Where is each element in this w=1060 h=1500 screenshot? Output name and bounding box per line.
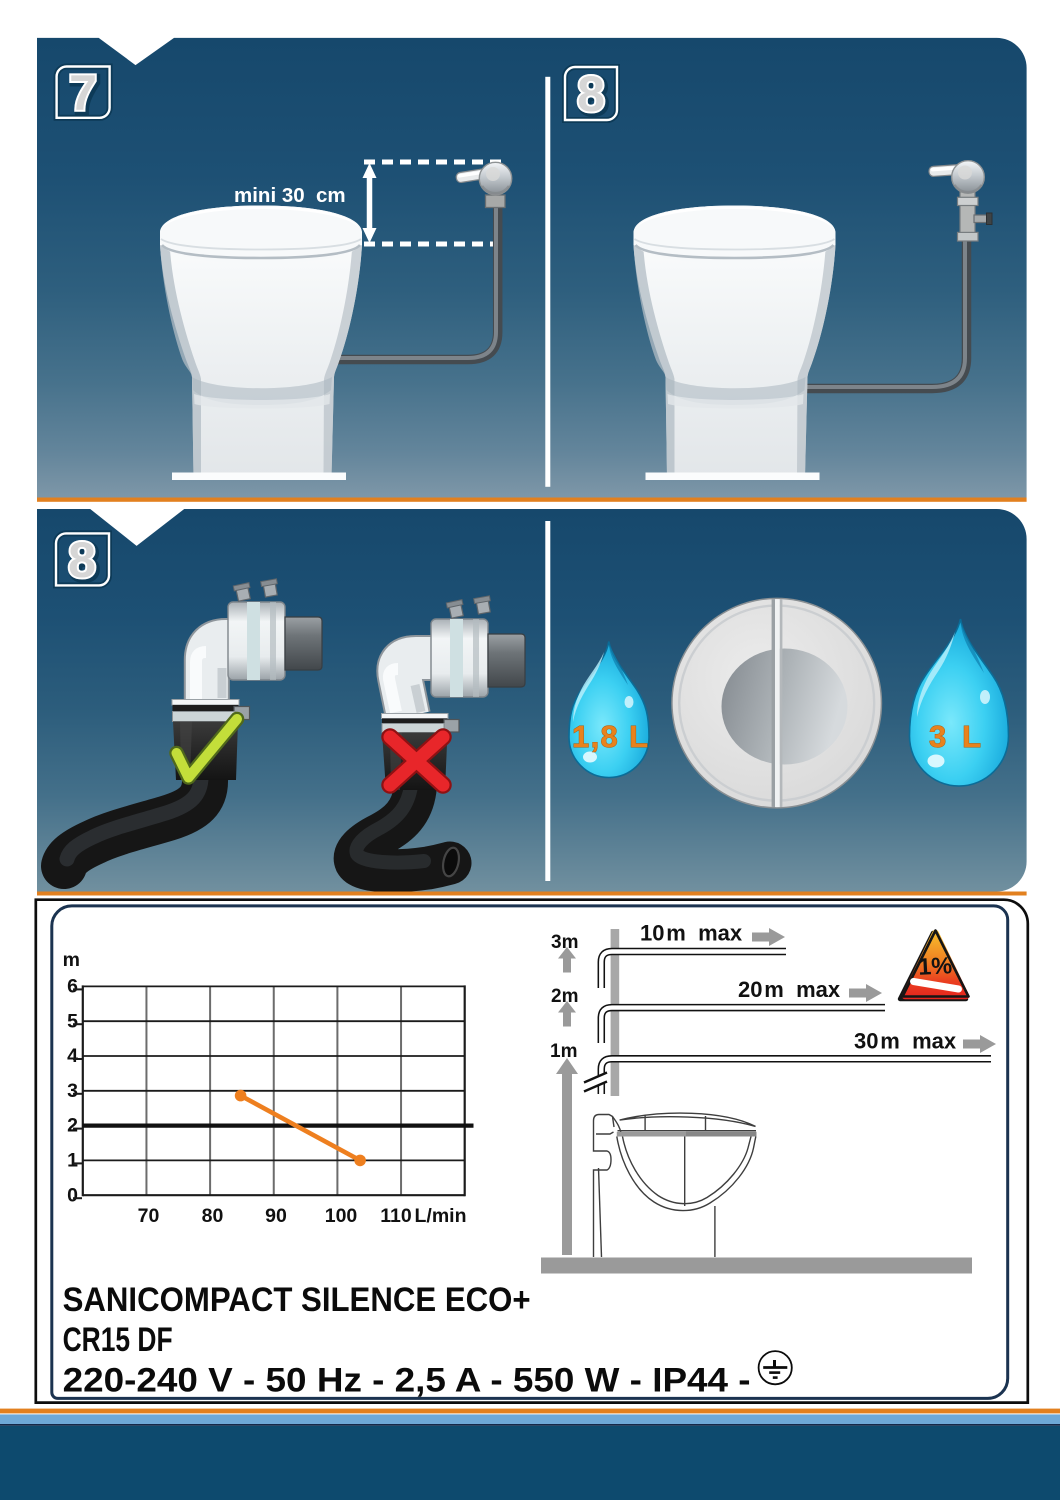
svg-text:3m: 3m <box>551 932 578 953</box>
svg-text:20 m max: 20 m max <box>738 977 841 1002</box>
svg-text:2: 2 <box>67 1115 78 1137</box>
svg-text:7: 7 <box>69 65 97 121</box>
svg-text:3: 3 <box>67 1080 78 1102</box>
svg-text:8: 8 <box>70 534 98 590</box>
svg-text:1%: 1% <box>918 952 953 980</box>
svg-text:8: 8 <box>577 66 605 122</box>
svg-text:10 m max: 10 m max <box>640 921 743 946</box>
svg-text:L/min: L/min <box>415 1205 467 1227</box>
svg-text:8: 8 <box>577 66 605 122</box>
svg-text:0: 0 <box>67 1184 78 1206</box>
svg-text:m: m <box>63 949 80 971</box>
svg-text:90: 90 <box>265 1205 287 1227</box>
svg-text:220-240 V - 50 Hz - 2,5 A - 55: 220-240 V - 50 Hz - 2,5 A - 550 W - IP44… <box>63 1362 751 1400</box>
svg-text:7: 7 <box>71 67 99 123</box>
svg-text:SANICOMPACT SILENCE ECO+: SANICOMPACT SILENCE ECO+ <box>63 1281 531 1319</box>
svg-text:70: 70 <box>138 1205 160 1227</box>
svg-text:5: 5 <box>67 1010 78 1032</box>
svg-text:7: 7 <box>69 65 97 121</box>
svg-text:8: 8 <box>579 68 607 124</box>
svg-text:30 m max: 30 m max <box>854 1029 957 1054</box>
svg-text:8: 8 <box>68 532 96 588</box>
svg-text:6: 6 <box>67 976 78 998</box>
svg-text:3 L: 3 L <box>929 719 981 754</box>
svg-text:8: 8 <box>68 532 96 588</box>
svg-text:100: 100 <box>325 1205 358 1227</box>
svg-text:mini 30 cm: mini 30 cm <box>234 184 346 207</box>
svg-text:CR15 DF: CR15 DF <box>63 1321 173 1359</box>
svg-text:110: 110 <box>380 1205 412 1227</box>
svg-text:2m: 2m <box>551 986 578 1007</box>
svg-text:80: 80 <box>202 1205 224 1227</box>
svg-text:1,8 L: 1,8 L <box>572 719 648 754</box>
svg-text:1m: 1m <box>550 1041 577 1062</box>
svg-text:4: 4 <box>67 1045 78 1067</box>
svg-text:1: 1 <box>67 1150 78 1172</box>
